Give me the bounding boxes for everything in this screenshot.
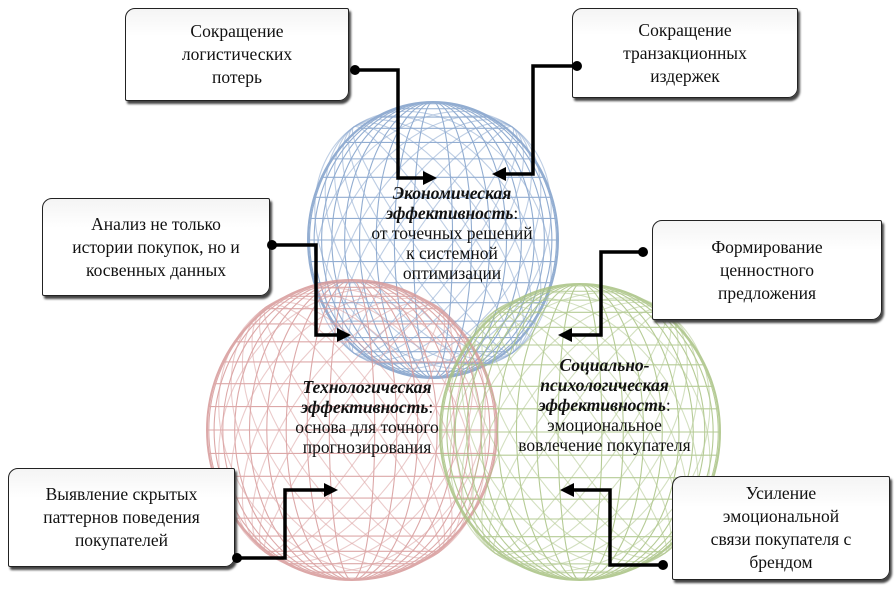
- social-label: Социально- психологическая эффективность…: [497, 355, 712, 455]
- social-title: Социально-: [559, 355, 650, 375]
- social-title-b: психологическая: [540, 375, 669, 395]
- technological-line: прогнозирования: [302, 437, 432, 457]
- social-sphere: [439, 283, 721, 581]
- technological-label: Технологическая эффективность: основа дл…: [267, 377, 467, 457]
- economic-line: оптимизации: [402, 263, 502, 283]
- technological-title2: эффективность: [300, 397, 429, 417]
- economic-sphere: [307, 101, 559, 379]
- social-title2: эффективность: [538, 395, 666, 415]
- connector-logistics: [350, 65, 437, 185]
- connector-dot: [638, 247, 648, 257]
- connector-dot: [572, 61, 582, 71]
- technological-sphere: [206, 279, 498, 581]
- connector-brand: [560, 483, 668, 570]
- technological-title: Технологическая: [302, 377, 432, 397]
- economic-title: Экономическая: [392, 183, 512, 203]
- connector-dot: [232, 553, 242, 563]
- economic-line: от точечных решений: [371, 223, 533, 243]
- connector-dot: [658, 560, 668, 570]
- technological-line: основа для точного: [295, 417, 439, 437]
- connector-value: [558, 247, 648, 342]
- connector-dot: [350, 65, 360, 75]
- connector-transaction: [492, 61, 582, 181]
- economic-line: к системной: [406, 243, 498, 263]
- connector-dot: [267, 240, 277, 250]
- social-line: эмоциональное: [547, 415, 662, 435]
- connector-analysis: [267, 240, 351, 342]
- economic-title2: эффективность: [385, 203, 514, 223]
- social-line: вовлечение покупателя: [518, 435, 691, 455]
- economic-label: Экономическая эффективность: от точечных…: [352, 183, 552, 283]
- connector-patterns: [232, 483, 338, 563]
